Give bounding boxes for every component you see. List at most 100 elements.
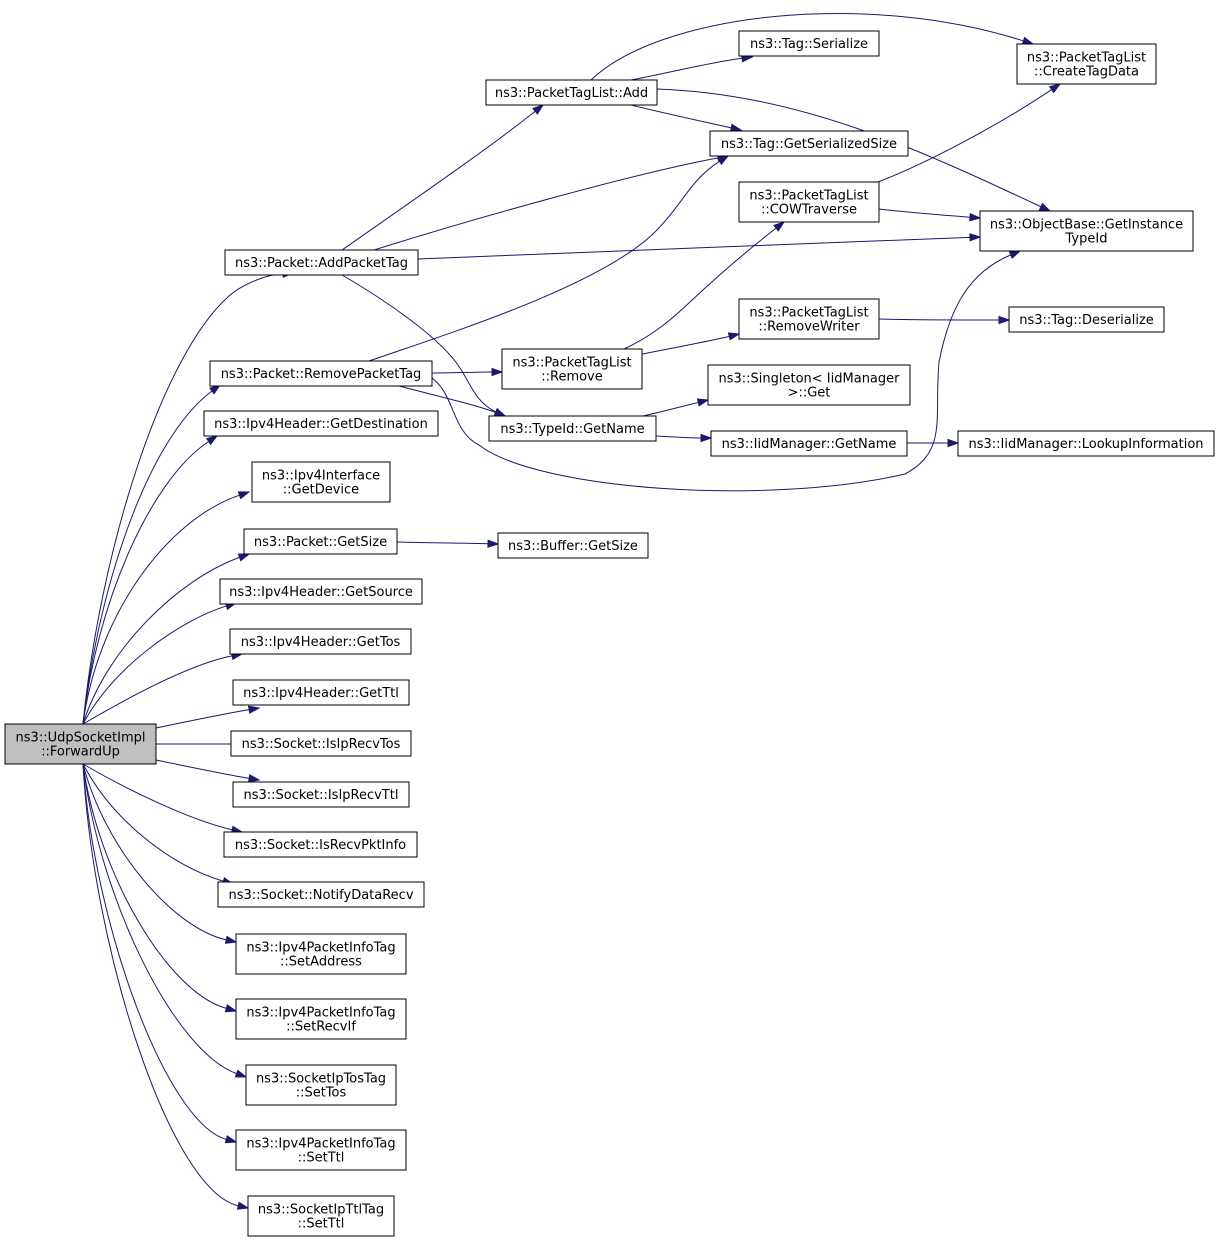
- arrowhead-icon: [998, 315, 1011, 325]
- arrowhead-icon: [205, 435, 219, 446]
- node-label: ns3::Socket::IsIpRecvTos: [242, 737, 401, 752]
- node-packet-removepackettag[interactable]: ns3::Packet::RemovePacketTag: [209, 360, 433, 387]
- node-socketipttltag-setttl[interactable]: ns3::SocketIpTtlTag::SetTtl: [247, 1195, 395, 1237]
- arrowhead-icon: [969, 233, 982, 242]
- node-label: ns3::Ipv4Header::GetTtl: [243, 686, 399, 701]
- node-label: ns3::Packet::GetSize: [254, 535, 387, 550]
- node-ipv4packetinfotag-setrecvif[interactable]: ns3::Ipv4PacketInfoTag::SetRecvIf: [235, 998, 407, 1040]
- node-label: TypeId: [1065, 232, 1108, 247]
- node-label: ns3::Ipv4PacketInfoTag: [246, 1006, 395, 1021]
- arrowhead-icon: [236, 1201, 250, 1210]
- edge-udp-forwardup-to-ipv4packetinfotag-setrecvif: [82, 763, 238, 1013]
- node-socket-notifydatarecv[interactable]: ns3::Socket::NotifyDataRecv: [217, 881, 425, 908]
- edge-line: [398, 385, 496, 413]
- edge-line: [82, 390, 213, 725]
- node-ipv4packetinfotag-setaddress[interactable]: ns3::Ipv4PacketInfoTag::SetAddress: [235, 933, 407, 975]
- node-ipv4header-getdestination[interactable]: ns3::Ipv4Header::GetDestination: [203, 410, 439, 437]
- edge-line: [82, 273, 284, 725]
- arrowhead-icon: [224, 935, 238, 944]
- node-box: [203, 410, 439, 437]
- node-label: ns3::SocketIpTtlTag: [258, 1203, 384, 1218]
- node-ipv4packetinfotag-setttl[interactable]: ns3::Ipv4PacketInfoTag::SetTtl: [235, 1129, 407, 1171]
- node-packet-getsize[interactable]: ns3::Packet::GetSize: [243, 528, 398, 555]
- node-packettaglist-createtagdata[interactable]: ns3::PacketTagList::CreateTagData: [1016, 43, 1157, 85]
- node-box: [235, 1129, 407, 1171]
- edge-line: [396, 541, 489, 545]
- node-box: [738, 30, 880, 57]
- node-socket-isiprecvtos[interactable]: ns3::Socket::IsIpRecvTos: [230, 730, 412, 757]
- edge-line: [623, 227, 777, 350]
- node-box: [223, 831, 418, 858]
- edge-packettaglist-removewriter-to-tag-deserialize: [878, 315, 1011, 325]
- node-ipv4header-getttl[interactable]: ns3::Ipv4Header::GetTtl: [232, 679, 410, 706]
- node-box: [235, 998, 407, 1040]
- node-box: [229, 628, 412, 655]
- node-label: ns3::SocketIpTosTag: [256, 1072, 386, 1087]
- node-box: [738, 298, 880, 340]
- edge-udp-forwardup-to-ipv4packetinfotag-setttl: [82, 763, 238, 1144]
- node-socketiptostag-settos[interactable]: ns3::SocketIpTosTag::SetTos: [245, 1064, 397, 1106]
- node-label: ns3::Ipv4PacketInfoTag: [246, 1137, 395, 1152]
- edge-line: [341, 274, 497, 413]
- node-iidmanager-getname[interactable]: ns3::IidManager::GetName: [710, 430, 908, 457]
- node-packettaglist-remove[interactable]: ns3::PacketTagList::Remove: [501, 348, 643, 390]
- node-packettaglist-cowtraverse[interactable]: ns3::PacketTagList::COWTraverse: [738, 181, 880, 223]
- node-label: ns3::Ipv4Header::GetDestination: [214, 417, 428, 432]
- node-packettaglist-removewriter[interactable]: ns3::PacketTagList::RemoveWriter: [738, 298, 880, 340]
- arrowhead-icon: [696, 398, 710, 407]
- edge-packet-removepackettag-to-tag-getserializedsize: [368, 155, 730, 362]
- node-box: [485, 79, 658, 106]
- arrowhead-icon: [727, 332, 741, 341]
- node-box: [1008, 306, 1165, 333]
- node-label: ::SetRecvIf: [286, 1020, 356, 1035]
- node-label: ns3::Socket::IsRecvPktInfo: [235, 838, 406, 853]
- arrowhead-icon: [224, 1004, 238, 1013]
- node-box: [232, 679, 410, 706]
- edge-line: [82, 763, 233, 831]
- node-tag-serialize[interactable]: ns3::Tag::Serialize: [738, 30, 880, 57]
- node-tag-getserializedsize[interactable]: ns3::Tag::GetSerializedSize: [709, 130, 909, 157]
- edge-packettaglist-add-to-tag-serialize: [630, 54, 754, 81]
- edge-packet-addpackettag-to-typeid-getname: [341, 274, 507, 417]
- node-box: [497, 532, 649, 559]
- node-label: ns3::Socket::NotifyDataRecv: [228, 888, 413, 903]
- node-label: ns3::Buffer::GetSize: [508, 539, 638, 554]
- node-packet-addpackettag[interactable]: ns3::Packet::AddPacketTag: [224, 249, 419, 276]
- node-label: ns3::PacketTagList::Add: [495, 86, 648, 101]
- node-box: [738, 181, 880, 223]
- edge-udp-forwardup-to-packet-removepackettag: [82, 384, 222, 725]
- node-singleton-get[interactable]: ns3::Singleton< IidManager >::Get: [707, 364, 911, 406]
- node-socket-isrecvpktinfo[interactable]: ns3::Socket::IsRecvPktInfo: [223, 831, 418, 858]
- node-label: ns3::Packet::AddPacketTag: [235, 256, 408, 271]
- node-typeid-getname[interactable]: ns3::TypeId::GetName: [488, 415, 657, 442]
- node-label: ::SetTos: [296, 1086, 347, 1101]
- edge-udp-forwardup-to-socket-isiprecvttl: [155, 759, 261, 783]
- arrowhead-icon: [947, 438, 960, 448]
- node-label: ::SetTtl: [298, 1151, 345, 1166]
- edge-packet-addpackettag-to-packettaglist-add: [341, 104, 545, 251]
- node-ipv4interface-getdevice[interactable]: ns3::Ipv4Interface::GetDevice: [251, 461, 391, 503]
- edge-packettaglist-remove-to-packettaglist-removewriter: [641, 332, 741, 355]
- edge-line: [431, 371, 493, 374]
- edge-typeid-getname-to-iidmanager-getname: [655, 433, 713, 443]
- node-label: ::ForwardUp: [41, 745, 120, 760]
- node-tag-deserialize[interactable]: ns3::Tag::Deserialize: [1008, 306, 1165, 333]
- node-box: [235, 933, 407, 975]
- edge-line: [82, 441, 209, 725]
- edge-line: [82, 763, 224, 882]
- node-packettaglist-add[interactable]: ns3::PacketTagList::Add: [485, 79, 658, 106]
- node-label: ns3::Ipv4Header::GetSource: [229, 585, 413, 600]
- node-box: [488, 415, 657, 442]
- node-box: [247, 1195, 395, 1237]
- node-box: [232, 781, 410, 808]
- node-ipv4header-gettos[interactable]: ns3::Ipv4Header::GetTos: [229, 628, 412, 655]
- node-udp-forwardup[interactable]: ns3::UdpSocketImpl::ForwardUp: [4, 723, 157, 765]
- node-ipv4header-getsource[interactable]: ns3::Ipv4Header::GetSource: [219, 578, 423, 605]
- node-iidmanager-lookupinformation[interactable]: ns3::IidManager::LookupInformation: [957, 430, 1215, 457]
- node-socket-isiprecvttl[interactable]: ns3::Socket::IsIpRecvTtl: [232, 781, 410, 808]
- edge-line: [656, 88, 1042, 208]
- node-buffer-getsize[interactable]: ns3::Buffer::GetSize: [497, 532, 649, 559]
- edge-typeid-getname-to-singleton-get: [642, 398, 710, 417]
